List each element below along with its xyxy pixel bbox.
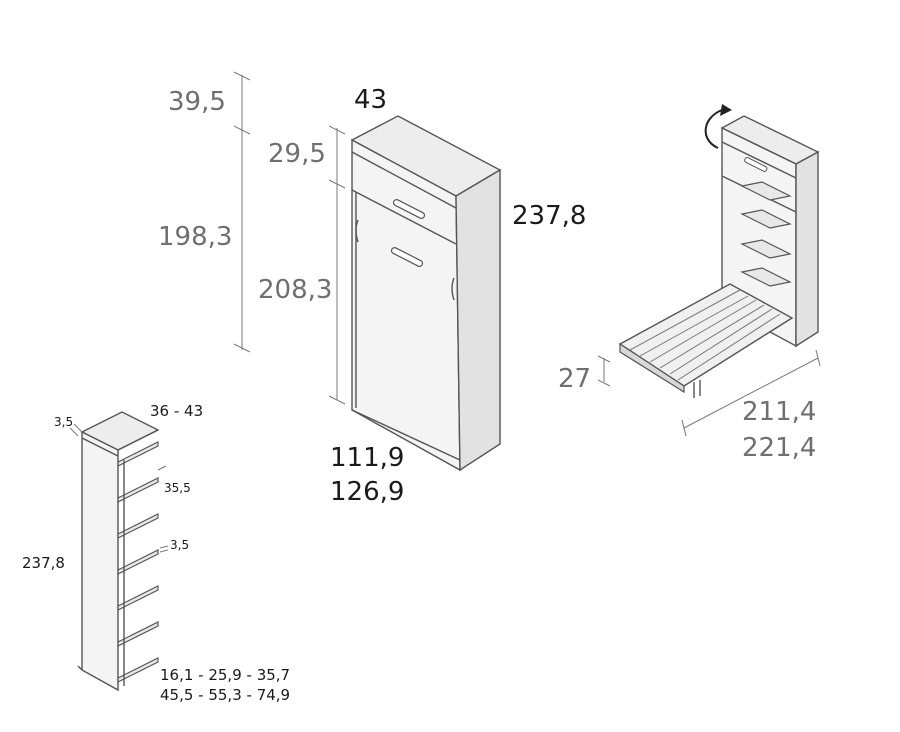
total-height-label: 237,8 xyxy=(512,201,586,231)
bed-dimension-lines xyxy=(597,349,821,437)
width-b-label: 126,9 xyxy=(330,477,404,507)
shelf-unit-drawing xyxy=(69,411,169,692)
door-height-label: 208,3 xyxy=(258,275,332,305)
inner-height-label: 198,3 xyxy=(158,222,232,252)
width-a-label: 111,9 xyxy=(330,443,404,473)
open-bed-drawing xyxy=(618,104,820,398)
shelf-spacings-line2: 45,5 - 55,3 - 74,9 xyxy=(160,686,290,704)
bed-height-label: 27 xyxy=(558,364,591,394)
bed-length-a-label: 211,4 xyxy=(742,397,816,427)
top-height-label: 39,5 xyxy=(168,87,226,117)
shelf-unit-height-label: 237,8 xyxy=(22,554,65,572)
shelf-thickness-label: 3,5 xyxy=(170,538,189,552)
shelf-spacings-line1: 16,1 - 25,9 - 35,7 xyxy=(160,666,290,684)
shelf-depth-label: 35,5 xyxy=(164,481,191,495)
drawer-height-label: 29,5 xyxy=(268,139,326,169)
height-dimension-lines xyxy=(233,71,346,405)
bed-length-b-label: 221,4 xyxy=(742,433,816,463)
shelf-panel-thickness-label: 3,5 xyxy=(54,415,73,429)
shelf-unit-depth-label: 36 - 43 xyxy=(150,402,203,420)
depth-label: 43 xyxy=(354,85,387,115)
closed-cabinet-drawing xyxy=(350,115,502,472)
bed-slats xyxy=(629,289,781,381)
